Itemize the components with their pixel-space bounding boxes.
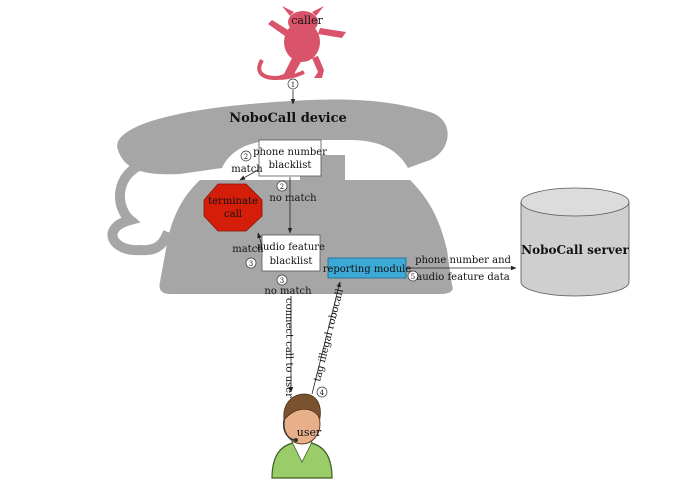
phone-blacklist-box: phone number blacklist xyxy=(253,139,327,177)
arrow-user-to-reporting xyxy=(311,281,341,395)
svg-text:3: 3 xyxy=(280,277,284,285)
match-label-2: match xyxy=(232,244,264,255)
step-2b-marker: 2 xyxy=(276,180,288,192)
devil-icon xyxy=(257,6,346,81)
terminate-call-node: terminate call xyxy=(203,183,263,232)
user-icon xyxy=(271,393,333,479)
caller-label: caller xyxy=(291,14,323,27)
svg-text:terminate: terminate xyxy=(208,196,258,207)
svg-text:phone number: phone number xyxy=(253,147,327,158)
user-label: user xyxy=(297,426,322,439)
device-title: NoboCall device xyxy=(229,111,347,126)
svg-text:audio feature: audio feature xyxy=(257,242,325,253)
no-match-label-2: no match xyxy=(264,286,312,297)
svg-text:5: 5 xyxy=(411,273,415,281)
server-data-label-1: phone number and xyxy=(415,255,511,266)
match-label-1: match xyxy=(231,164,263,175)
svg-text:blacklist: blacklist xyxy=(269,160,312,171)
arrow-audio-to-terminate xyxy=(257,232,263,247)
server-data-label-2: audio feature data xyxy=(416,272,510,283)
reporting-module: reporting module xyxy=(323,257,412,279)
svg-text:2: 2 xyxy=(244,153,248,161)
arrow-phone-to-terminate xyxy=(239,169,259,181)
step-3b-marker: 3 xyxy=(276,274,288,286)
step-5-marker: 5 xyxy=(407,270,419,282)
svg-text:1: 1 xyxy=(291,81,295,89)
svg-text:2: 2 xyxy=(280,183,284,191)
step-3a-marker: 3 xyxy=(245,257,257,269)
audio-blacklist-box: audio feature blacklist xyxy=(257,234,325,272)
svg-text:reporting module: reporting module xyxy=(323,264,412,275)
svg-text:3: 3 xyxy=(249,260,253,268)
no-match-label-1: no match xyxy=(269,193,317,204)
server-label: NoboCall server xyxy=(521,243,629,257)
connect-label: connect call to user xyxy=(283,298,294,398)
step-4-marker: 4 xyxy=(316,386,328,398)
svg-text:call: call xyxy=(224,209,242,220)
step-1-marker: 1 xyxy=(287,78,299,90)
step-2a-marker: 2 xyxy=(240,150,252,162)
tag-label: tag illegal robocall xyxy=(312,288,346,383)
server-cylinder: NoboCall server xyxy=(520,187,629,297)
svg-text:blacklist: blacklist xyxy=(270,256,313,267)
svg-text:4: 4 xyxy=(320,389,325,397)
